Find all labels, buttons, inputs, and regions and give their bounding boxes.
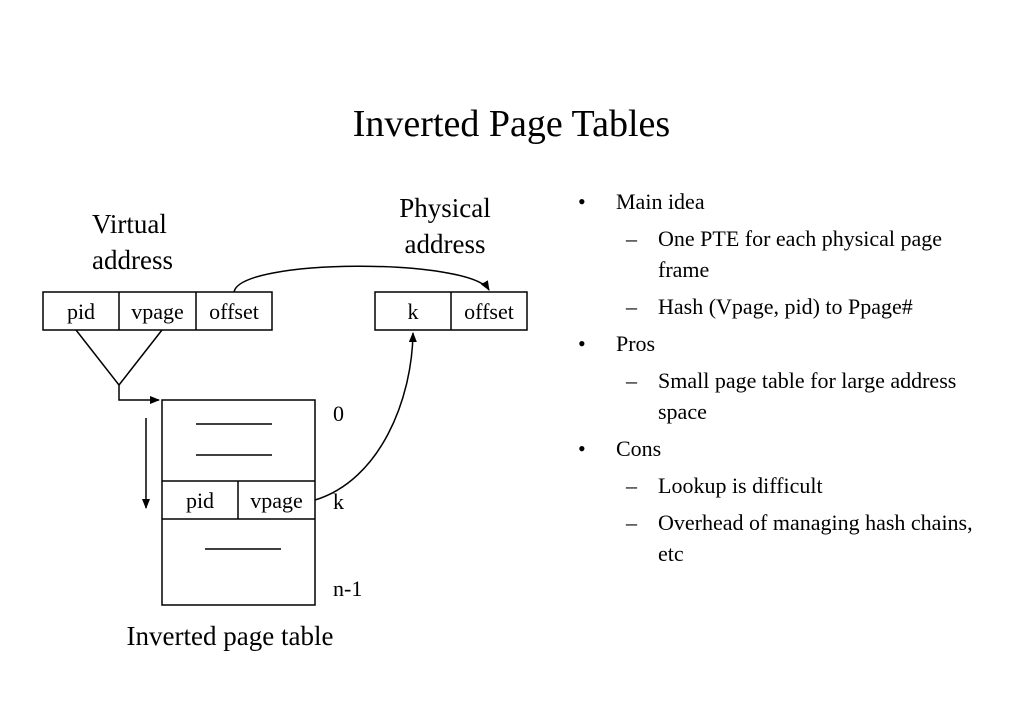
sub-bullet: Hash (Vpage, pid) to Ppage# [578, 291, 998, 322]
virtual-address-label: Virtual address [92, 209, 173, 275]
index-label-n-1: n-1 [333, 576, 363, 601]
slide-title: Inverted Page Tables [352, 103, 671, 145]
bullet-cons: Cons [578, 433, 998, 464]
bullet-pros: Pros [578, 328, 998, 359]
pa-offset-field: offset [464, 299, 514, 324]
va-vpage-field: vpage [131, 299, 184, 324]
virtual-address-box [42, 291, 273, 331]
entry-vpage-field: vpage [250, 488, 303, 513]
va-pid-field: pid [66, 299, 96, 324]
sub-bullet: One PTE for each physical page frame [578, 223, 998, 285]
offset-copy-arrow [233, 265, 490, 293]
index-to-frame-arrow [314, 332, 417, 501]
sub-bullet: Small page table for large address space [578, 365, 998, 427]
pa-k-field: k [407, 299, 419, 324]
sub-bullet: Overhead of managing hash chains, etc [578, 507, 998, 569]
va-offset-field: offset [209, 299, 259, 324]
sub-bullet: Lookup is difficult [578, 470, 998, 501]
index-label-k: k [333, 489, 344, 514]
inverted-table-box [161, 399, 316, 606]
bullet-list: Main idea One PTE for each physical page… [578, 186, 998, 575]
physical-address-label: Physical address [399, 193, 491, 259]
hash-arrow [118, 385, 160, 404]
table-caption: Inverted page table [126, 621, 334, 651]
bullet-main-idea: Main idea [578, 186, 998, 217]
entry-pid-field: pid [185, 488, 215, 513]
index-label-0: 0 [333, 401, 344, 426]
